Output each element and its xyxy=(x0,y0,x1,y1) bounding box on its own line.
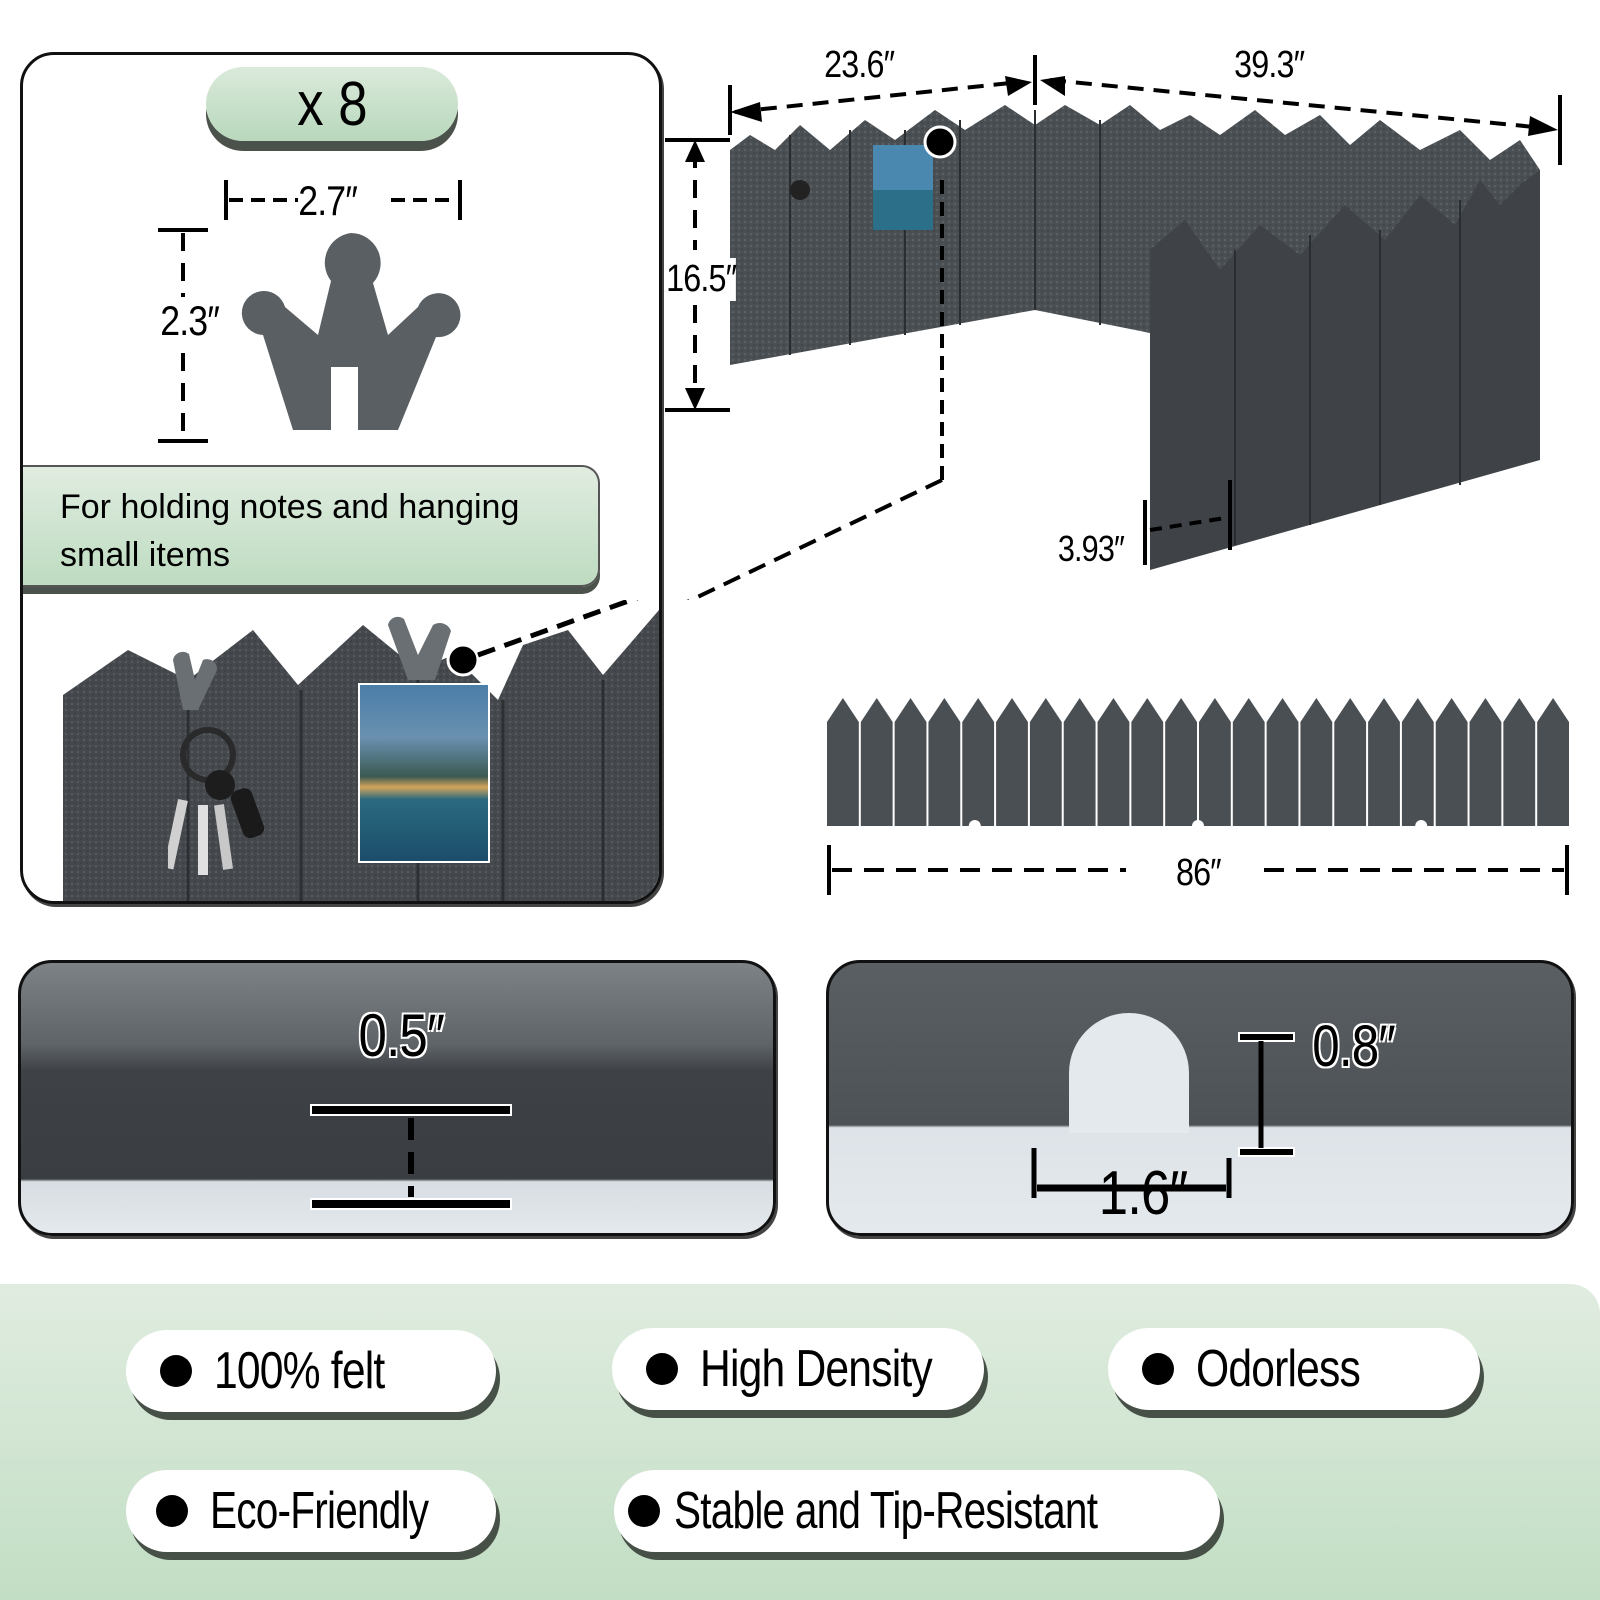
hook-panel: x 8 2.7″ 2.3″ For holding notes and hang… xyxy=(20,52,662,904)
hook-height-label: 2.3″ xyxy=(158,297,221,345)
hook-width-label: 2.7″ xyxy=(298,177,358,224)
fence-slat xyxy=(1131,698,1164,826)
width-left-label: 23.6″ xyxy=(824,44,895,86)
height-label: 16.5″ xyxy=(666,258,737,301)
thickness-dimension xyxy=(310,1104,512,1210)
feature-eco-friendly: Eco-Friendly xyxy=(126,1470,496,1552)
slat-width-label: 3.93″ xyxy=(1057,528,1125,569)
fence-slat xyxy=(894,698,927,826)
notch-panel: 0.8″ 1.6″ xyxy=(826,960,1574,1236)
caption-text: For holding notes and hanging small item… xyxy=(60,488,520,574)
hook-width-dimension xyxy=(224,180,462,220)
width-right-label: 39.3″ xyxy=(1234,44,1305,86)
fence-slat xyxy=(1503,698,1536,826)
fence-slat xyxy=(1266,698,1299,826)
bullet-icon xyxy=(1142,1353,1174,1385)
feature-label: Odorless xyxy=(1196,1340,1361,1398)
fence-slat xyxy=(1165,698,1197,826)
notch-cutout xyxy=(1069,1013,1189,1133)
caption-box: For holding notes and hanging small item… xyxy=(23,465,600,587)
notch-width-label: 1.6″ xyxy=(1098,1159,1188,1228)
feature-label: 100% felt xyxy=(214,1342,385,1400)
fence-slat xyxy=(1368,698,1400,826)
feature-stable: Stable and Tip-Resistant xyxy=(614,1470,1220,1552)
quantity-badge: x 8 xyxy=(206,67,458,141)
feature-label: Eco-Friendly xyxy=(210,1482,429,1540)
photo-icon xyxy=(358,683,490,863)
fence-slat xyxy=(1435,698,1468,826)
notch-dimensions xyxy=(1031,1032,1295,1198)
crown-hook-icon xyxy=(241,233,461,430)
fence-slat xyxy=(996,698,1028,826)
fence-slat xyxy=(1401,698,1434,826)
bullet-icon xyxy=(628,1495,660,1527)
fence-slat xyxy=(827,698,859,826)
flat-fence xyxy=(826,698,1570,832)
bullet-icon xyxy=(156,1495,188,1527)
thickness-panel: 0.5″ xyxy=(18,960,776,1236)
fence-slat xyxy=(1097,698,1130,826)
fence-slat xyxy=(860,698,893,826)
total-length-label: 86″ xyxy=(1175,852,1222,894)
fence-slat xyxy=(1063,698,1096,826)
flat-fence-slats xyxy=(827,698,1569,832)
fence-slat xyxy=(962,698,995,826)
quantity-label: x 8 xyxy=(296,69,368,139)
fence-slat xyxy=(1334,698,1367,826)
fence-slat xyxy=(1232,698,1265,826)
fence-slat xyxy=(1199,698,1231,826)
keys-icon xyxy=(168,727,265,875)
fence-slat xyxy=(1469,698,1502,826)
feature-label: Stable and Tip-Resistant xyxy=(674,1482,1098,1540)
fence-slat xyxy=(1029,698,1062,826)
callout-dot xyxy=(446,643,480,677)
fence-slat xyxy=(1300,698,1333,826)
thickness-label: 0.5″ xyxy=(358,1002,445,1069)
fence-closeup xyxy=(63,600,659,901)
bullet-icon xyxy=(646,1353,678,1385)
assembled-fence xyxy=(665,55,1562,600)
feature-100-felt: 100% felt xyxy=(126,1330,496,1412)
fence-slat xyxy=(1537,698,1569,826)
notch-height-label: 0.8″ xyxy=(1312,1014,1395,1079)
total-length-dimension xyxy=(827,845,1569,895)
feature-label: High Density xyxy=(700,1340,933,1398)
feature-high-density: High Density xyxy=(612,1328,984,1410)
feature-odorless: Odorless xyxy=(1108,1328,1480,1410)
fence-slat xyxy=(928,698,961,826)
bullet-icon xyxy=(160,1355,192,1387)
